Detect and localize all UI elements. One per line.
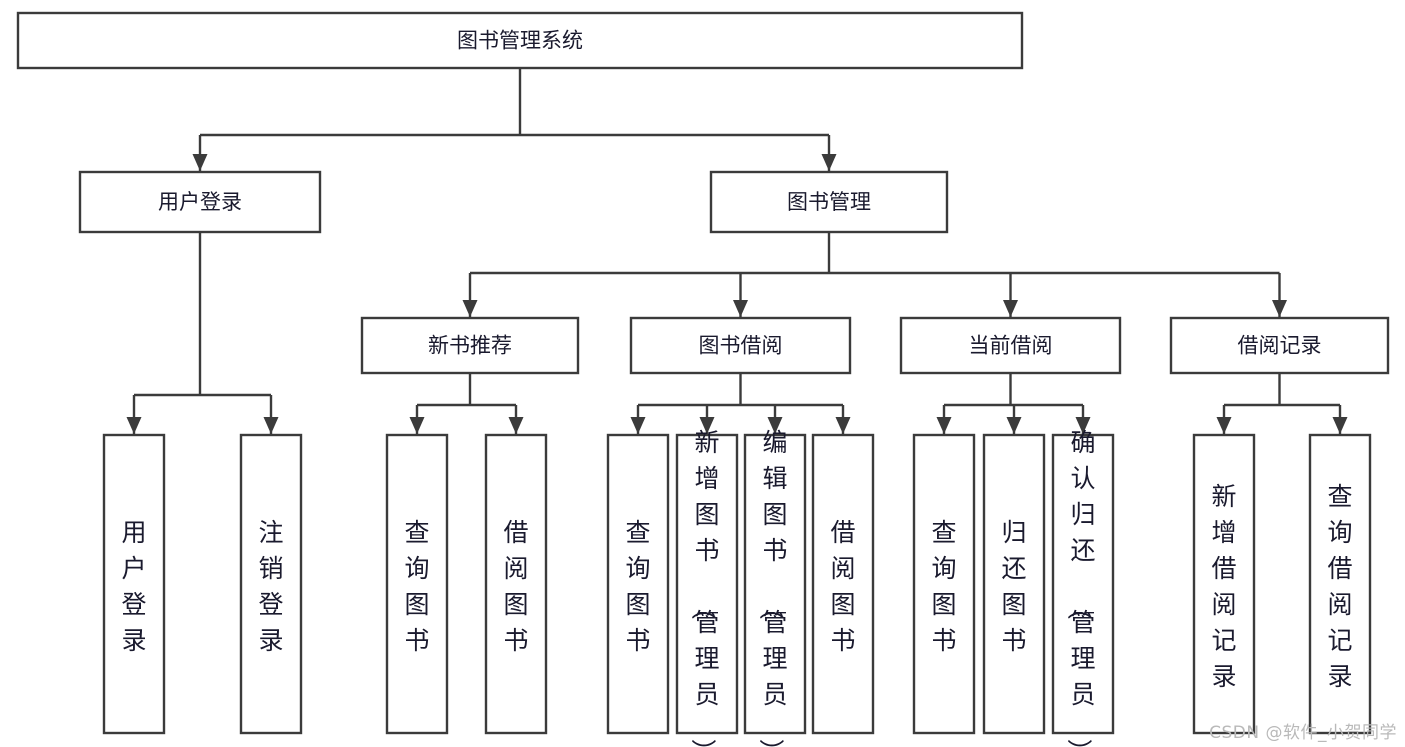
node-layer: 图书管理系统用户登录图书管理新书推荐图书借阅当前借阅借阅记录用户登录注销登录查询… <box>16 11 1390 747</box>
arrow-head-icon <box>126 417 142 434</box>
node-leaf-7[interactable]: 借阅图书 <box>811 433 875 735</box>
node-label: 确认归还（管理员） <box>1064 428 1095 747</box>
node-label: 查询图书 <box>404 518 429 655</box>
node-label: 图书管理 <box>787 190 871 214</box>
node-leaf-11[interactable]: 新增借阅记录 <box>1192 433 1256 735</box>
node-box[interactable] <box>1051 433 1115 735</box>
node-box[interactable] <box>743 433 807 735</box>
node-level2-1[interactable]: 图书借阅 <box>629 316 852 375</box>
node-label: 借阅图书 <box>503 518 528 655</box>
node-leaf-1[interactable]: 注销登录 <box>239 433 303 735</box>
arrow-head-icon <box>630 417 646 434</box>
arrow-head-icon <box>409 417 425 434</box>
node-box[interactable] <box>385 433 449 735</box>
node-level2-0[interactable]: 新书推荐 <box>360 316 580 375</box>
node-label: 借阅记录 <box>1238 334 1322 358</box>
node-label: 查询借阅记录 <box>1327 482 1352 691</box>
node-label: 查询图书 <box>931 518 956 655</box>
node-box[interactable] <box>606 433 670 735</box>
node-root[interactable]: 图书管理系统 <box>16 11 1024 70</box>
arrow-head-icon <box>1075 417 1091 434</box>
arrow-head-icon <box>835 417 851 434</box>
arrow-head-icon <box>263 417 279 434</box>
node-label: 借阅图书 <box>830 518 855 655</box>
arrow-head-icon <box>508 417 524 434</box>
node-label: 注销登录 <box>258 518 283 655</box>
node-label: 用户登录 <box>121 518 146 655</box>
node-box[interactable] <box>239 433 303 735</box>
node-label: 新增图书（管理员） <box>688 428 719 747</box>
node-box[interactable] <box>912 433 976 735</box>
arrow-head-icon <box>733 300 748 317</box>
node-leaf-0[interactable]: 用户登录 <box>102 433 166 735</box>
node-label: 查询图书 <box>625 518 650 655</box>
node-box[interactable] <box>102 433 166 735</box>
connector-layer <box>126 68 1348 434</box>
node-box[interactable] <box>16 11 1024 70</box>
node-box[interactable] <box>899 316 1122 375</box>
arrow-head-icon <box>1216 417 1232 434</box>
node-leaf-8[interactable]: 查询图书 <box>912 433 976 735</box>
node-box[interactable] <box>1192 433 1256 735</box>
node-level1-0[interactable]: 用户登录 <box>78 170 322 234</box>
node-label: 图书借阅 <box>699 334 783 358</box>
node-leaf-12[interactable]: 查询借阅记录 <box>1308 433 1372 735</box>
node-label: 图书管理系统 <box>457 29 583 53</box>
arrow-head-icon <box>462 300 478 317</box>
arrow-head-icon <box>767 417 783 434</box>
arrow-head-icon <box>1006 417 1022 434</box>
node-box[interactable] <box>1308 433 1372 735</box>
node-box[interactable] <box>811 433 875 735</box>
node-leaf-4[interactable]: 查询图书 <box>606 433 670 735</box>
node-label: 归还图书 <box>1001 518 1026 655</box>
node-box[interactable] <box>484 433 548 735</box>
node-box[interactable] <box>982 433 1046 735</box>
node-label: 新增借阅记录 <box>1211 482 1236 691</box>
arrow-head-icon <box>192 154 208 171</box>
node-box[interactable] <box>78 170 322 234</box>
node-box[interactable] <box>675 433 739 735</box>
node-leaf-3[interactable]: 借阅图书 <box>484 433 548 735</box>
arrow-head-icon <box>936 417 952 434</box>
node-label: 编辑图书（管理员） <box>756 428 787 747</box>
arrow-head-icon <box>1272 300 1287 317</box>
node-box[interactable] <box>360 316 580 375</box>
node-box[interactable] <box>629 316 852 375</box>
node-level2-2[interactable]: 当前借阅 <box>899 316 1122 375</box>
node-leaf-2[interactable]: 查询图书 <box>385 433 449 735</box>
node-box[interactable] <box>709 170 949 234</box>
node-level2-3[interactable]: 借阅记录 <box>1169 316 1390 375</box>
node-level1-1[interactable]: 图书管理 <box>709 170 949 234</box>
node-leaf-10[interactable]: 确认归还（管理员） <box>1051 428 1115 747</box>
arrow-head-icon <box>1003 300 1018 317</box>
arrow-head-icon <box>699 417 715 434</box>
node-leaf-5[interactable]: 新增图书（管理员） <box>675 428 739 747</box>
arrow-head-icon <box>1332 417 1348 434</box>
node-box[interactable] <box>1169 316 1390 375</box>
node-leaf-6[interactable]: 编辑图书（管理员） <box>743 428 807 747</box>
node-label: 新书推荐 <box>428 334 512 358</box>
node-leaf-9[interactable]: 归还图书 <box>982 433 1046 735</box>
node-label: 用户登录 <box>158 190 242 214</box>
node-label: 当前借阅 <box>969 334 1053 358</box>
arrow-head-icon <box>821 154 837 171</box>
